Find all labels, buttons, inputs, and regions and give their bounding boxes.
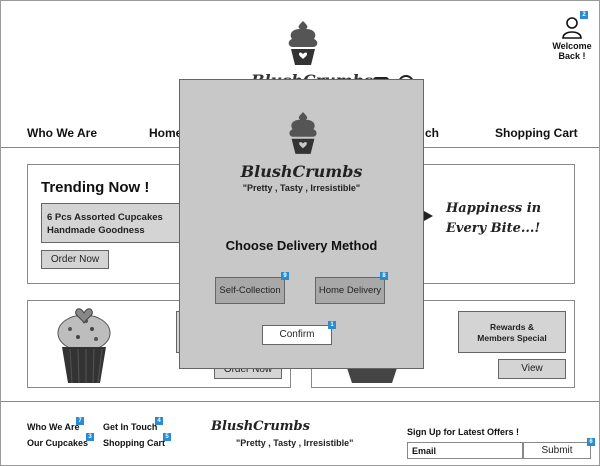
footer-badge-get-in-touch: 4 bbox=[155, 417, 163, 425]
happiness-panel: Happiness in Every Bite...! bbox=[413, 164, 575, 284]
trending-product-line1: 6 Pcs Assorted Cupcakes bbox=[47, 212, 163, 223]
email-field[interactable]: Email bbox=[407, 442, 523, 459]
modal-tagline: "Pretty , Tasty , Irresistible" bbox=[242, 183, 361, 193]
modal-cupcake-icon bbox=[289, 112, 317, 154]
nav-get-in-touch[interactable]: ch bbox=[425, 126, 440, 140]
footer-badge-who-we-are: 7 bbox=[76, 417, 84, 425]
rewards-box[interactable]: Rewards & Members Special bbox=[458, 311, 566, 353]
trending-product-line2: Handmade Goodness bbox=[47, 225, 145, 236]
self-collection-button[interactable]: Self-Collection bbox=[215, 277, 285, 304]
delivery-modal: BlushCrumbs "Pretty , Tasty , Irresistib… bbox=[179, 79, 424, 369]
user-icon[interactable] bbox=[562, 17, 582, 39]
signup-title: Sign Up for Latest Offers ! bbox=[407, 427, 520, 437]
rewards-line1: Rewards & bbox=[490, 322, 534, 332]
nav-shopping-cart[interactable]: Shopping Cart bbox=[495, 126, 578, 140]
footer-tagline: "Pretty , Tasty , Irresistible" bbox=[236, 438, 354, 448]
footer-badge-our-cupcakes: 3 bbox=[86, 433, 94, 441]
cupcake-image-partial bbox=[346, 365, 398, 383]
account-label: Welcome Back ! bbox=[552, 41, 592, 61]
confirm-label: Confirm bbox=[279, 329, 315, 340]
footer-link-our-cupcakes[interactable]: Our Cupcakes bbox=[27, 438, 89, 448]
rewards-view-button[interactable]: View bbox=[498, 359, 566, 379]
trending-product-box: 6 Pcs Assorted Cupcakes Handmade Goodnes… bbox=[41, 203, 181, 243]
happiness-line1: Happiness in bbox=[446, 201, 542, 216]
home-delivery-badge: 8 bbox=[380, 272, 388, 280]
account-badge: 2 bbox=[580, 11, 588, 19]
header-logo bbox=[283, 19, 323, 67]
submit-badge: 6 bbox=[587, 438, 595, 446]
modal-title: Choose Delivery Method bbox=[225, 238, 378, 253]
nav-home[interactable]: Home bbox=[149, 126, 183, 140]
confirm-button[interactable]: Confirm bbox=[262, 325, 332, 345]
happiness-line2: Every Bite...! bbox=[446, 221, 541, 236]
footer-badge-shopping-cart: 5 bbox=[163, 433, 171, 441]
footer-brand: BlushCrumbs bbox=[211, 419, 310, 434]
email-placeholder: Email bbox=[412, 446, 437, 456]
submit-button[interactable]: Submit bbox=[523, 442, 591, 459]
trending-title: Trending Now ! bbox=[41, 179, 150, 196]
footer-link-shopping-cart[interactable]: Shopping Cart bbox=[103, 438, 165, 448]
footer-link-who-we-are[interactable]: Who We Are bbox=[27, 422, 80, 432]
home-delivery-button[interactable]: Home Delivery bbox=[315, 277, 385, 304]
self-collection-label: Self-Collection bbox=[219, 285, 281, 296]
modal-brand: BlushCrumbs bbox=[240, 162, 363, 181]
confirm-badge: 1 bbox=[328, 321, 336, 329]
trending-order-button[interactable]: Order Now bbox=[41, 250, 109, 269]
home-delivery-label: Home Delivery bbox=[318, 285, 382, 296]
trending-panel: Trending Now ! 6 Pcs Assorted Cupcakes H… bbox=[27, 164, 187, 284]
happiness-arrow-icon bbox=[424, 211, 433, 221]
footer-divider bbox=[1, 401, 599, 402]
rewards-line2: Members Special bbox=[477, 333, 547, 343]
nav-who-we-are[interactable]: Who We Are bbox=[27, 126, 98, 140]
self-collection-badge: 9 bbox=[281, 272, 289, 280]
cupcake-image bbox=[57, 308, 111, 384]
cupcake-icon bbox=[288, 21, 318, 65]
product-card: Order Now bbox=[27, 300, 291, 388]
footer-link-get-in-touch[interactable]: Get In Touch bbox=[103, 422, 158, 432]
account-area[interactable]: 2 Welcome Back ! bbox=[549, 11, 595, 65]
